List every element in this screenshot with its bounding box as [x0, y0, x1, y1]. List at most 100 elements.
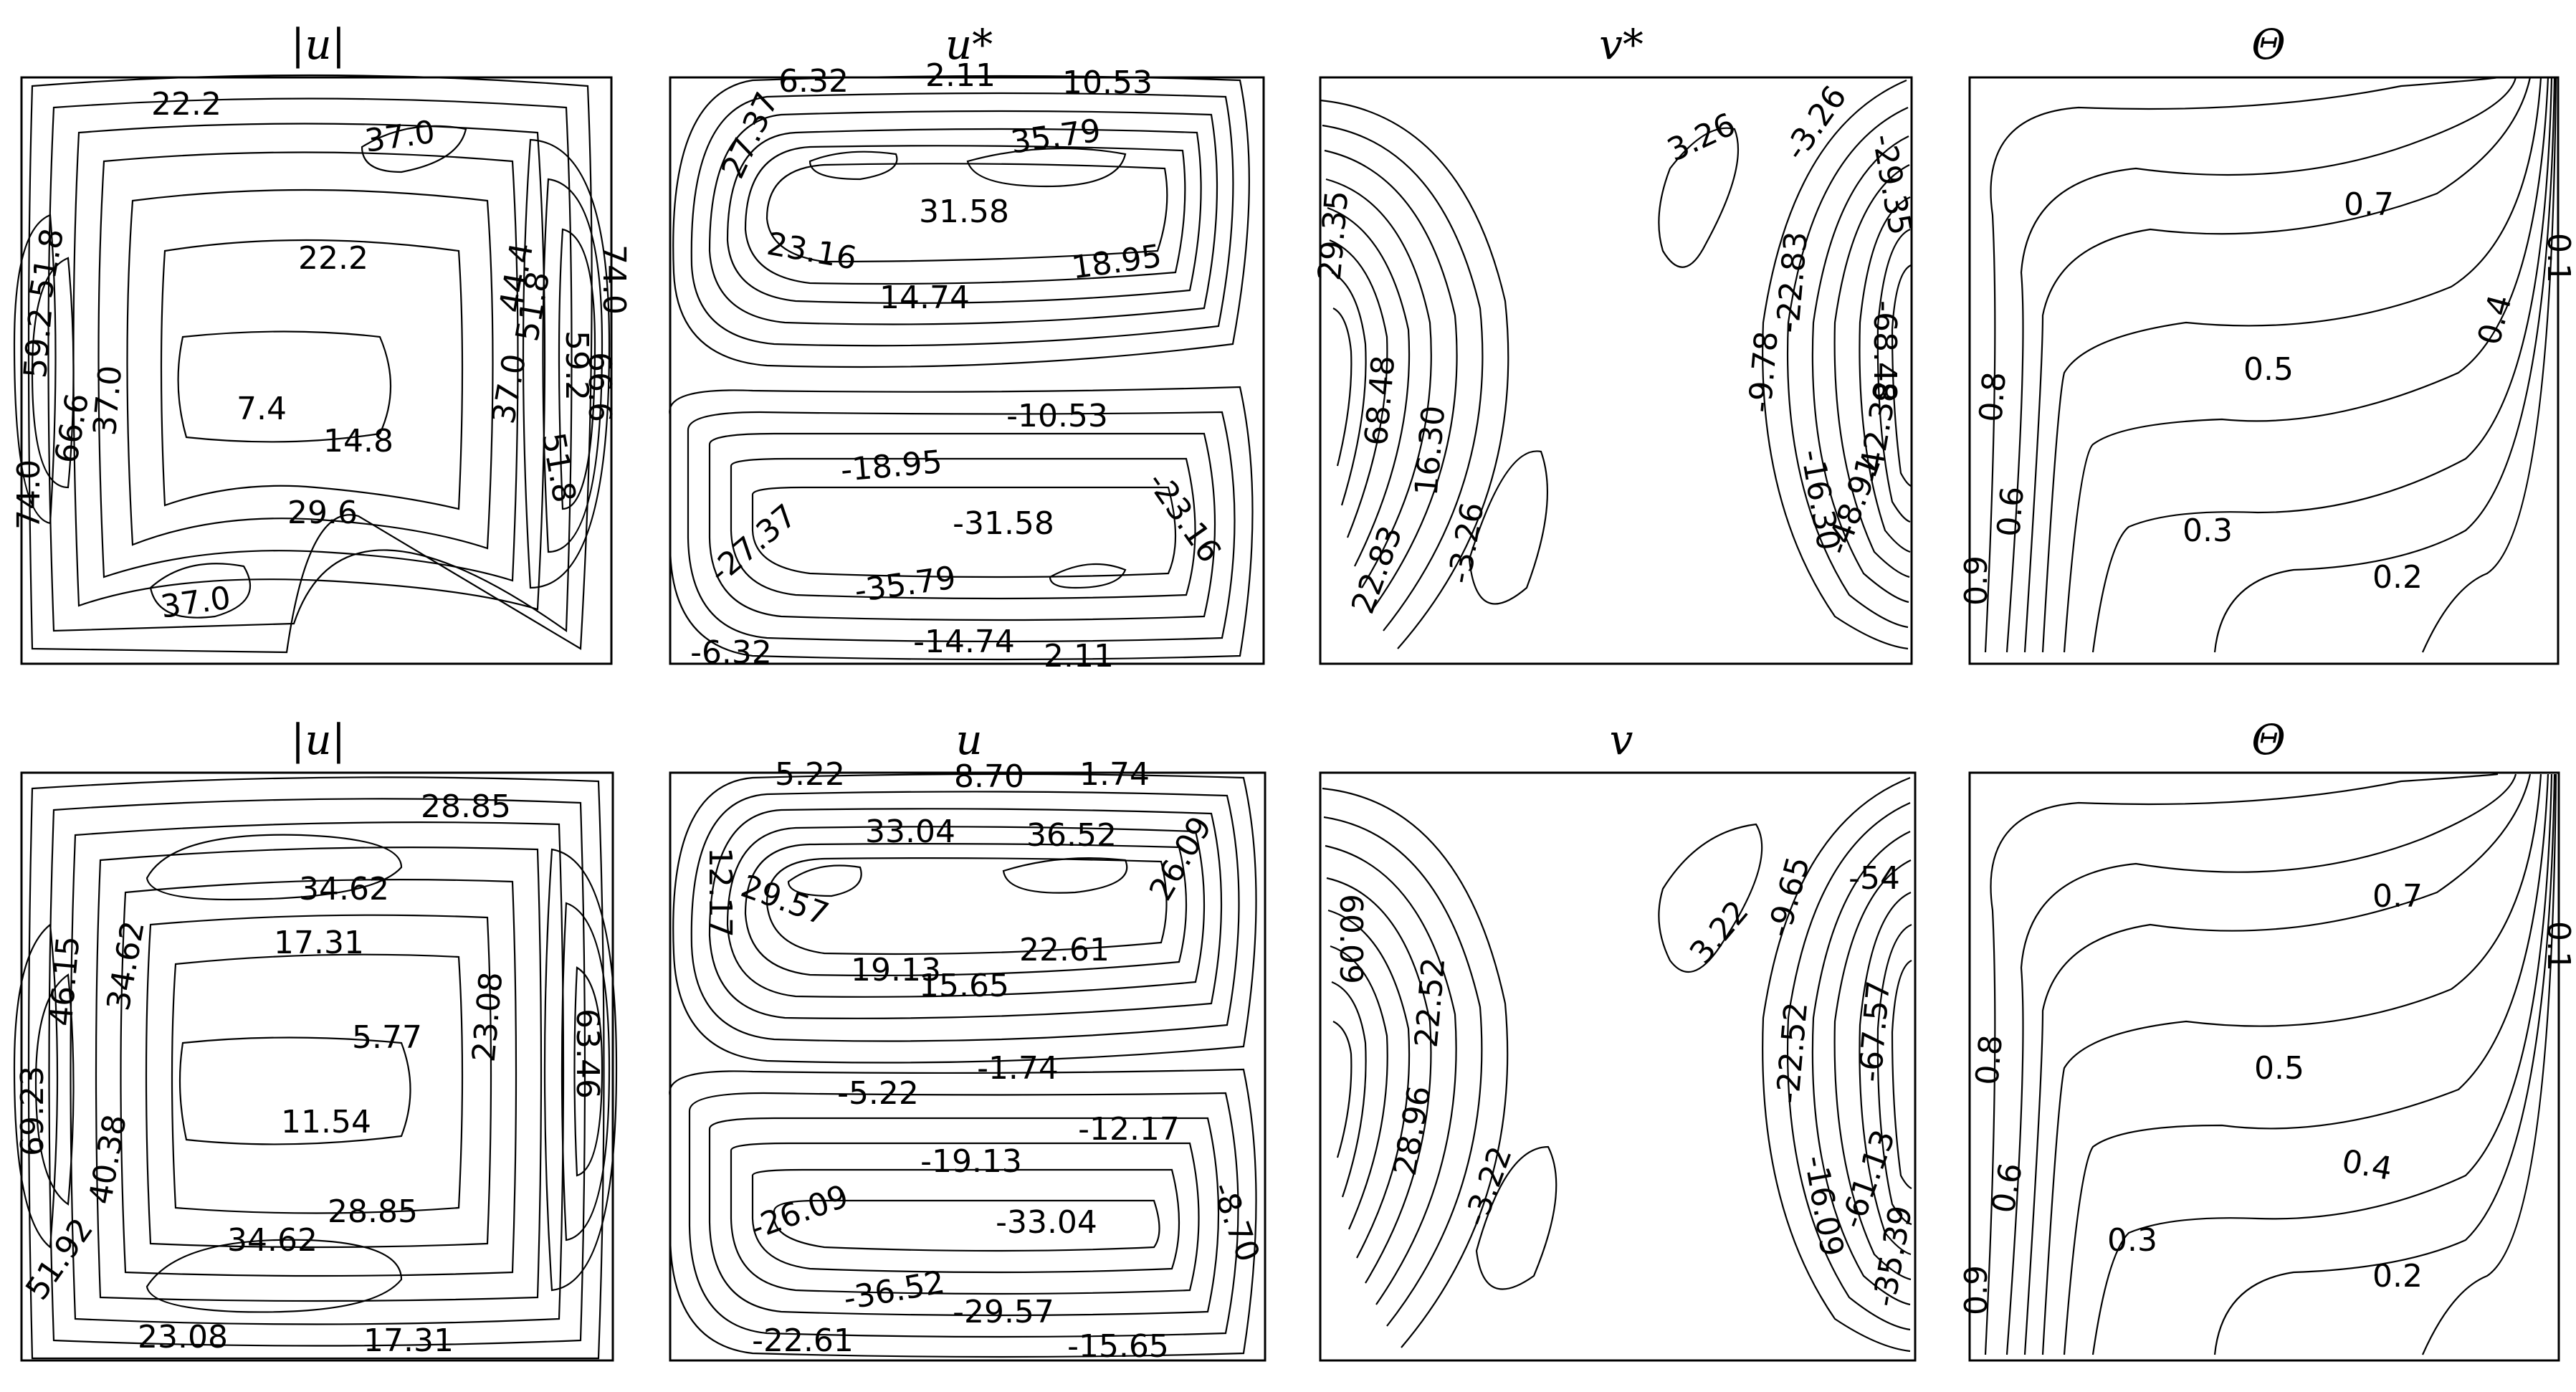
- panel-theta-bottom: Θ 0.7 0.1 0.8 0.5 0.4 0.6 0.3 0.2 0.9: [1958, 715, 2576, 1362]
- contour-labels: 22.2 37.0 51.8 59.2 66.6 37.0 22.2 7.4 1…: [11, 86, 632, 626]
- contour-labels: 0.7 0.1 0.4 0.5 0.8 0.6 0.3 0.2 0.9: [1958, 186, 2576, 606]
- contour-label: -67.57: [1852, 979, 1897, 1084]
- contour-label: 28.85: [421, 788, 511, 825]
- contour-label: 0.6: [1990, 485, 2031, 538]
- contour-label: 23.16: [764, 226, 859, 277]
- contour-label: -36.52: [841, 1264, 948, 1317]
- contour-label: 28.85: [328, 1193, 418, 1230]
- contour-label: 68.48: [1358, 354, 1403, 447]
- panel-title: |u|: [291, 715, 345, 764]
- contour-labels: 5.22 8.70 1.74 33.04 36.52 26.09 12.17 2…: [702, 756, 1266, 1365]
- panel-v-star-top: v* 3.26 -3.26 -29.35 -22.83 -9.: [1312, 20, 1919, 665]
- contour-label: -54: [1848, 860, 1900, 897]
- contour-label: 26.09: [1142, 810, 1219, 907]
- contour-label: -12.17: [1078, 1111, 1180, 1148]
- contour-label: 35.79: [1008, 113, 1103, 161]
- contour-label: 22.2: [298, 240, 368, 277]
- contour-label: -6.32: [690, 634, 772, 671]
- contour-label: 2.11: [1044, 638, 1114, 674]
- contour-label: 0.8: [1969, 1034, 2010, 1087]
- contour-label: 0.5: [2243, 351, 2294, 388]
- contour-label: -9.78: [1742, 330, 1785, 414]
- contour-label: 51.8: [535, 430, 583, 505]
- contour-label: 74.0: [596, 244, 632, 315]
- contour-label: 5.22: [775, 756, 845, 793]
- contour-label: 31.58: [919, 194, 1009, 230]
- contour-label: -22.52: [1770, 1001, 1815, 1105]
- contour-lines: [1984, 773, 2557, 1355]
- contour-label: 37.0: [363, 114, 437, 160]
- contour-label: 22.61: [1019, 932, 1110, 968]
- contour-label: -42.38: [1851, 378, 1905, 485]
- contour-lines: [1320, 79, 1912, 650]
- contour-label: 34.62: [100, 918, 152, 1014]
- contour-label: -14.74: [913, 624, 1015, 660]
- contour-label: 2.11: [925, 57, 996, 94]
- contour-label: 0.9: [1958, 1265, 1995, 1315]
- contour-label: 3.26: [1662, 106, 1741, 169]
- contour-label: -3.26: [1441, 500, 1492, 586]
- contour-label: 59.2: [558, 330, 595, 401]
- panel-title: u: [955, 715, 982, 764]
- contour-label: 10.53: [1062, 65, 1153, 101]
- contour-label: -26.09: [745, 1178, 854, 1246]
- contour-label: 0.2: [2372, 559, 2423, 596]
- contour-label: 0.2: [2372, 1258, 2423, 1295]
- contour-label: -19.13: [920, 1143, 1022, 1180]
- contour-label: 27.37: [715, 87, 786, 184]
- contour-label: 0.4: [2471, 291, 2519, 349]
- contour-label: 8.70: [954, 758, 1024, 795]
- panel-title: |u|: [291, 20, 345, 69]
- contour-label: 0.5: [2254, 1050, 2304, 1087]
- contour-label: 23.08: [138, 1319, 228, 1355]
- panel-frame: [20, 76, 613, 665]
- contour-label: 16.30: [1408, 404, 1453, 497]
- contour-label: -3.26: [1778, 79, 1854, 167]
- contour-label: 6.32: [778, 63, 849, 100]
- contour-label: 17.31: [363, 1322, 454, 1359]
- contour-lines: [13, 776, 618, 1360]
- panel-frame: [1968, 771, 2560, 1362]
- contour-label: -22.83: [1770, 230, 1815, 335]
- contour-label: -10.53: [1006, 398, 1108, 434]
- contour-label: 0.9: [1958, 556, 1995, 606]
- contour-label: 37.0: [87, 364, 129, 437]
- contour-label: -15.65: [1067, 1328, 1169, 1365]
- panel-u-star-top: u* 6.32 2.11 10.53 27.37 35.79 31.58 23.: [669, 20, 1265, 674]
- panel-title: u*: [945, 20, 993, 69]
- contour-label: -18.95: [839, 444, 944, 489]
- contour-label: 74.0: [11, 459, 47, 530]
- contour-label: 22.83: [1345, 521, 1410, 619]
- contour-label: -22.61: [752, 1322, 854, 1359]
- contour-label: 66.6: [581, 352, 618, 422]
- panel-speed-top: |u| 22.2 37.0 51.8 59.2 66.6 37.0 22.2: [11, 20, 632, 665]
- contour-label: 0.6: [1985, 1160, 2030, 1216]
- contour-label: 0.3: [2183, 513, 2233, 549]
- contour-label: 29.35: [1312, 189, 1356, 282]
- panel-frame: [669, 76, 1265, 665]
- contour-label: 0.1: [2540, 921, 2576, 971]
- contour-label: -35.39: [1866, 1203, 1919, 1310]
- panel-frame: [20, 771, 614, 1362]
- contour-label: -5.22: [837, 1075, 919, 1112]
- contour-label: -31.58: [953, 505, 1054, 542]
- contour-lines: [1984, 76, 2557, 653]
- contour-labels: 28.85 34.62 17.31 5.77 11.54 23.08 34.62…: [14, 788, 606, 1359]
- contour-label: 22.52: [1408, 956, 1453, 1049]
- contour-label: 63.46: [569, 1009, 606, 1099]
- panel-frame: [1319, 771, 1917, 1362]
- contour-label: 17.31: [274, 925, 364, 961]
- contour-label: 34.62: [299, 871, 389, 907]
- contour-label: 22.2: [151, 86, 221, 123]
- panel-frame: [1968, 76, 2560, 665]
- contour-label: 28.96: [1387, 1083, 1439, 1178]
- contour-lines: [1322, 776, 1912, 1353]
- contour-label: 12.17: [702, 847, 738, 938]
- panel-frame: [1319, 76, 1913, 665]
- contour-label: -35.79: [852, 560, 958, 610]
- contour-label: -33.04: [996, 1204, 1097, 1241]
- panel-title: v*: [1599, 20, 1644, 69]
- contour-label: 60.09: [1332, 894, 1369, 984]
- contour-label: 14.8: [323, 423, 393, 459]
